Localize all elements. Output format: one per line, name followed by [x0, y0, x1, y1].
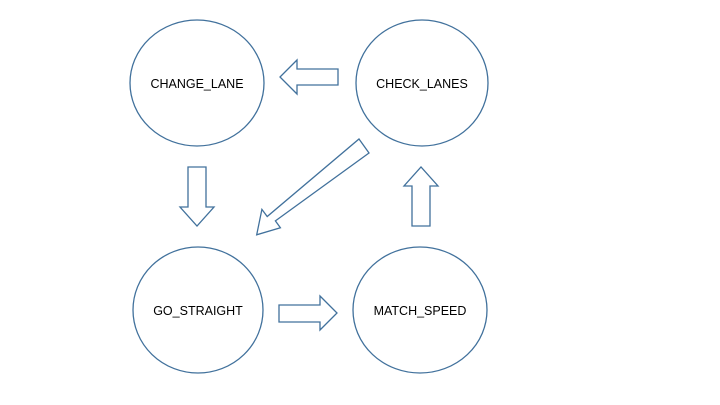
state-check-lanes-circle: [355, 19, 489, 147]
state-change-lane-circle: [129, 19, 265, 147]
state-match-speed: MATCH_SPEED: [352, 246, 488, 374]
state-go-straight: GO_STRAIGHT: [132, 246, 264, 374]
arrow-go-straight-to-match-speed: [278, 294, 338, 332]
state-match-speed-circle: [352, 246, 488, 374]
state-check-lanes-label: CHECK_LANES: [376, 77, 468, 91]
state-change-lane-label: CHANGE_LANE: [150, 77, 243, 91]
state-change-lane: CHANGE_LANE: [129, 19, 265, 147]
arrow-change-lane-to-go-straight: [178, 166, 216, 227]
arrow-check-lanes-to-change-lane: [279, 58, 339, 96]
state-check-lanes: CHECK_LANES: [355, 19, 489, 147]
arrow-check-lanes-to-go-straight: [255, 138, 370, 236]
state-go-straight-label: GO_STRAIGHT: [153, 304, 243, 318]
state-match-speed-label: MATCH_SPEED: [374, 304, 467, 318]
state-go-straight-circle: [132, 246, 264, 374]
arrow-match-speed-to-check-lanes: [402, 166, 440, 227]
